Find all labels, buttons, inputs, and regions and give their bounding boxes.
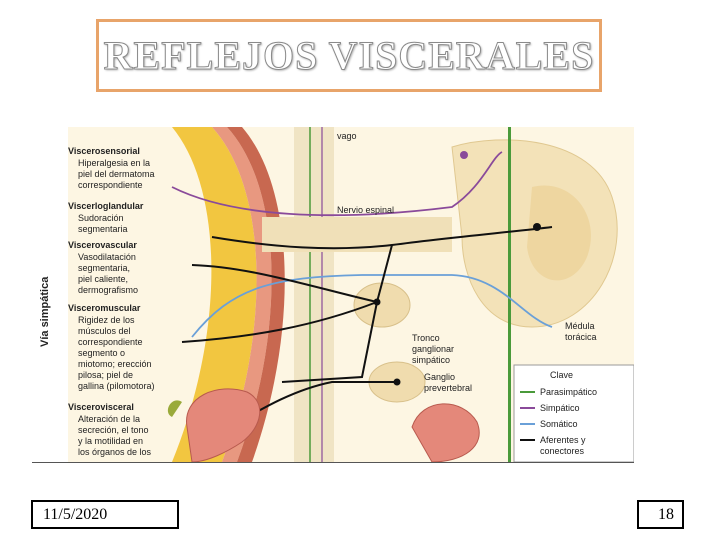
- reflex-line: miotomo; erección: [78, 359, 152, 369]
- label-ganglio: prevertebral: [424, 383, 472, 393]
- legend-label-aferentes: Aferentes y: [540, 435, 586, 445]
- label-vago: vago: [337, 131, 357, 141]
- page-number-footer: 18: [637, 500, 684, 529]
- reflex-line: y la motilidad en: [78, 436, 143, 446]
- reflex-line: secreción, el tono: [78, 425, 149, 435]
- reflex-line: gallina (pilomotora): [78, 381, 155, 391]
- afferent-path-2: [281, 244, 393, 383]
- reflex-line: músculos del: [78, 326, 131, 336]
- legend-label-somatico: Somático: [540, 419, 578, 429]
- legend-box: [513, 364, 634, 462]
- legend-title: Clave: [550, 370, 573, 380]
- anatomy-labels: vago Nervio espinal Tronco ganglionar si…: [337, 131, 597, 393]
- reflex-line: Vasodilatación: [78, 252, 136, 262]
- side-band: [32, 127, 68, 462]
- cord-node-2: [533, 223, 541, 231]
- label-tronco: simpático: [412, 355, 450, 365]
- label-tronco: ganglionar: [412, 344, 454, 354]
- legend: Clave Parasimpático Simpático Somático A…: [513, 364, 634, 462]
- reflex-line: segmentaria: [78, 224, 128, 234]
- sympathetic-ganglion: [353, 282, 411, 328]
- reflex-heading-viscerosensorial: Viscerosensorial: [68, 146, 140, 156]
- title-box: REFLEJOS VISCERALES: [96, 19, 602, 92]
- slide-page-number: 18: [658, 505, 674, 523]
- reflex-line: piel caliente,: [78, 274, 128, 284]
- skin-muscle-layer: [227, 127, 285, 462]
- slide-title: REFLEJOS VISCERALES: [103, 33, 595, 79]
- grey-matter: [527, 185, 591, 281]
- reflex-line: Alteración de la: [78, 414, 140, 424]
- stomach-organ: [186, 388, 261, 462]
- label-nervio-espinal: Nervio espinal: [337, 205, 394, 215]
- label-medula: Médula: [565, 321, 595, 331]
- reflex-line: pilosa; piel de: [78, 370, 133, 380]
- date-footer: 11/5/2020: [31, 500, 179, 529]
- reflex-heading-viscerovascular: Viscerovascular: [68, 240, 137, 250]
- reflex-line: correspondiente: [78, 337, 143, 347]
- gallbladder-organ: [167, 400, 182, 417]
- stomach-organ-right: [411, 403, 480, 462]
- reflex-labels: Viscerosensorial Hiperalgesia en la piel…: [68, 146, 155, 457]
- reflex-line: Rigidez de los: [78, 315, 135, 325]
- sympathetic-path: [171, 151, 503, 217]
- reflex-diagram: Vía simpática Viscerosensorial Hiperalge…: [32, 127, 634, 463]
- reflex-line: dermografismo: [78, 285, 138, 295]
- reflex-line: segmentaria,: [78, 263, 130, 273]
- legend-label-simpatico: Simpático: [540, 403, 580, 413]
- reflex-line: piel del dermatoma: [78, 169, 155, 179]
- reflex-heading-visceromuscular: Visceromuscular: [68, 303, 141, 313]
- reflex-heading-visceroglandular: Viscerloglandular: [68, 201, 144, 211]
- ganglion-node: [373, 298, 381, 306]
- legend-label-conectores: conectores: [540, 446, 585, 456]
- afferent-path-3: [191, 264, 378, 303]
- afferent-path-4: [181, 301, 378, 343]
- somatic-path: [191, 274, 553, 338]
- cord-node-1: [460, 151, 468, 159]
- label-tronco: Tronco: [412, 333, 440, 343]
- slide-date: 11/5/2020: [43, 505, 108, 523]
- reflex-line: los órganos de los: [78, 447, 152, 457]
- prevertebral-node: [393, 378, 401, 386]
- reflex-heading-viscerovisceral: Viscerovisceral: [68, 402, 134, 412]
- reflex-line: correspondiente: [78, 180, 143, 190]
- skin-fat-layer: [172, 127, 257, 462]
- reflex-diagram-svg: Vía simpática Viscerosensorial Hiperalge…: [32, 127, 634, 462]
- label-medula: torácica: [565, 332, 597, 342]
- reflex-line: segmento o: [78, 348, 125, 358]
- reflex-line: Hiperalgesia en la: [78, 158, 150, 168]
- legend-label-parasimpatico: Parasimpático: [540, 387, 597, 397]
- label-ganglio: Ganglio: [424, 372, 455, 382]
- trunk-column: [294, 127, 334, 462]
- parasympathetic-vertical: [508, 127, 511, 462]
- side-label: Vía simpática: [39, 276, 51, 347]
- reflex-line: Sudoración: [78, 213, 124, 223]
